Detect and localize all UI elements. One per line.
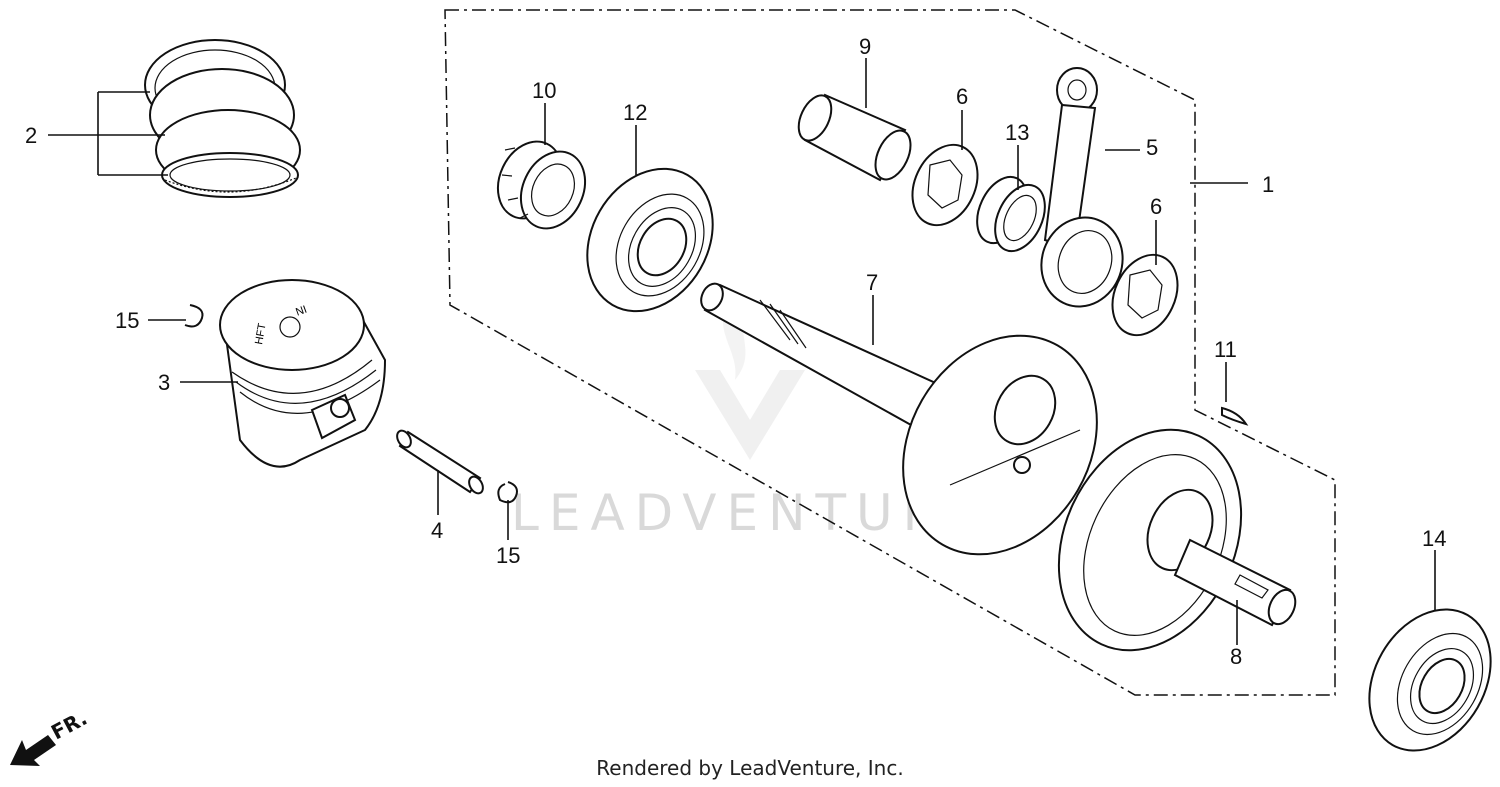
piston-rings xyxy=(144,39,301,198)
callout-12: 12 xyxy=(623,100,647,125)
piston-mark-hft: HFT xyxy=(253,322,269,345)
callout-8: 8 xyxy=(1230,644,1242,669)
ball-bearing-right xyxy=(1368,608,1492,752)
callout-15-lower: 15 xyxy=(496,543,520,568)
callout-1: 1 xyxy=(1262,172,1274,197)
crank-pin xyxy=(797,93,912,182)
piston-pin-clip-upper xyxy=(184,304,204,328)
callout-10: 10 xyxy=(532,78,556,103)
crankshaft-left xyxy=(700,282,1098,556)
callout-4: 4 xyxy=(431,518,443,543)
thrust-washer-lower xyxy=(1111,253,1179,337)
crankshaft-right xyxy=(1057,428,1297,652)
woodruff-key xyxy=(1221,406,1249,426)
piston-pin xyxy=(396,429,484,495)
piston-mark-in: IN xyxy=(294,302,308,317)
watermark-text: LEADVENTURE xyxy=(511,484,989,542)
callout-3: 3 xyxy=(158,370,170,395)
callout-14: 14 xyxy=(1422,526,1446,551)
callout-13: 13 xyxy=(1005,120,1029,145)
timing-gear xyxy=(496,140,587,230)
piston-pin-clip-lower xyxy=(497,481,518,504)
callout-11: 11 xyxy=(1214,337,1237,362)
render-credit-footer: Rendered by LeadVenture, Inc. xyxy=(596,756,904,780)
callout-6-lower: 6 xyxy=(1150,194,1162,219)
callout-6-upper: 6 xyxy=(956,84,968,109)
callout-7: 7 xyxy=(866,270,878,295)
callout-9: 9 xyxy=(859,34,871,59)
callout-15-upper: 15 xyxy=(115,308,139,333)
needle-bearing xyxy=(976,175,1046,253)
connecting-rod xyxy=(1040,67,1124,308)
leader-lines xyxy=(48,58,1436,645)
ball-bearing-left xyxy=(586,167,714,313)
front-direction-label: FR. xyxy=(47,706,91,745)
callout-5: 5 xyxy=(1146,135,1158,160)
callout-2: 2 xyxy=(25,123,37,148)
piston: HFT IN xyxy=(219,279,387,468)
